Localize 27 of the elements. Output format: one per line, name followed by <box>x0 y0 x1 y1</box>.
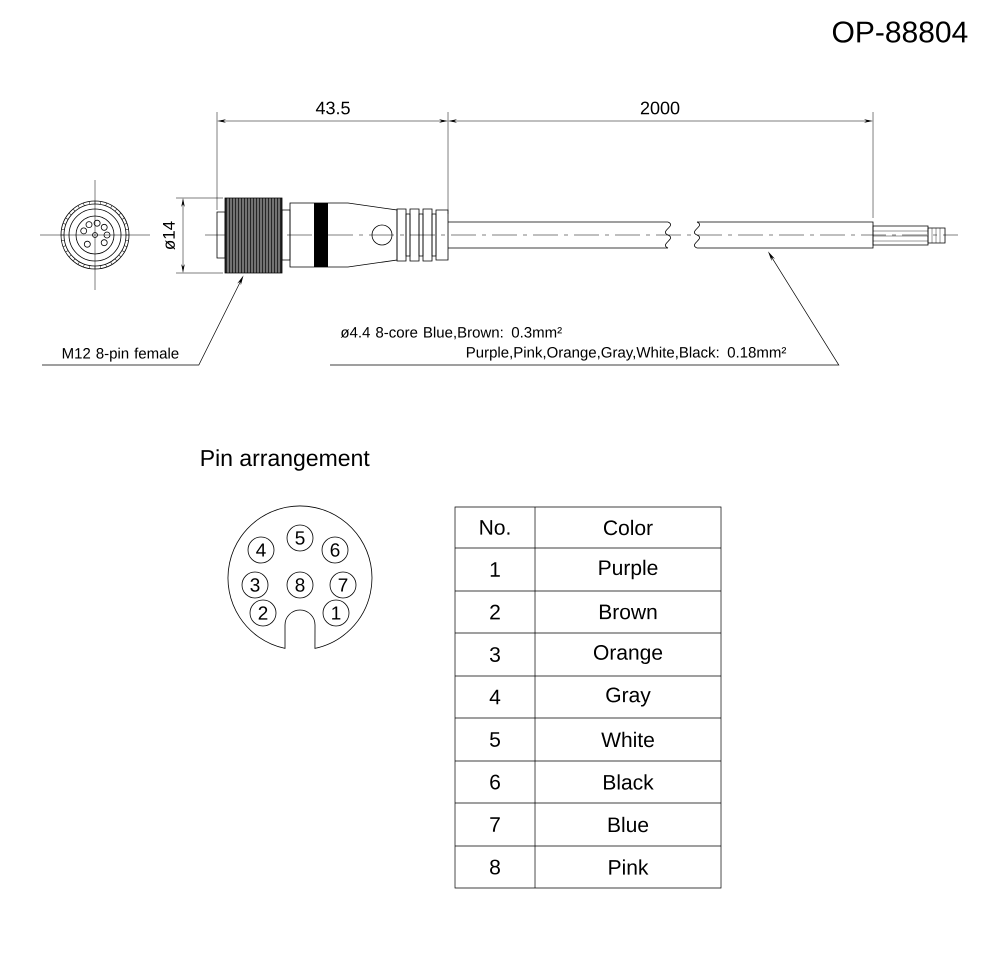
table-text: White <box>601 732 654 748</box>
table-text: 8 <box>490 860 500 874</box>
table-text: Blue <box>608 816 648 832</box>
table-text: 7 <box>490 817 500 832</box>
table-text: 1 <box>490 562 500 577</box>
callout-text: ø4.4 8-core Blue,Brown: 0.3mm² Purple,Pink,Orange,Gray,White,Black: 0.18mm² <box>340 326 786 361</box>
dimension-text: ø14 <box>163 221 175 250</box>
cable-drawing <box>694 222 946 248</box>
table-text: Pink <box>609 859 648 875</box>
heading: Pin arrangement <box>202 449 370 471</box>
table-text: 3 <box>490 647 500 662</box>
dimension-text: 2000 <box>640 102 680 114</box>
table-text: Black <box>604 774 654 790</box>
table-text: 5 <box>490 732 500 747</box>
table-text: Orange <box>594 645 662 664</box>
table-text: 4 <box>490 690 500 704</box>
table-text: 2 <box>490 604 500 620</box>
coupling-nut <box>224 198 282 274</box>
table-header: Color <box>604 520 653 536</box>
table-header: No. <box>480 520 510 535</box>
table-text: 6 <box>490 774 500 790</box>
table-text: Purple <box>599 560 658 580</box>
callout-text: M12 8-pin female <box>62 348 178 362</box>
table-text: Brown <box>600 604 656 620</box>
dimension-text: 43.5 <box>316 102 350 114</box>
table-text: Gray <box>606 688 651 707</box>
title: OP-88804 <box>832 21 968 43</box>
